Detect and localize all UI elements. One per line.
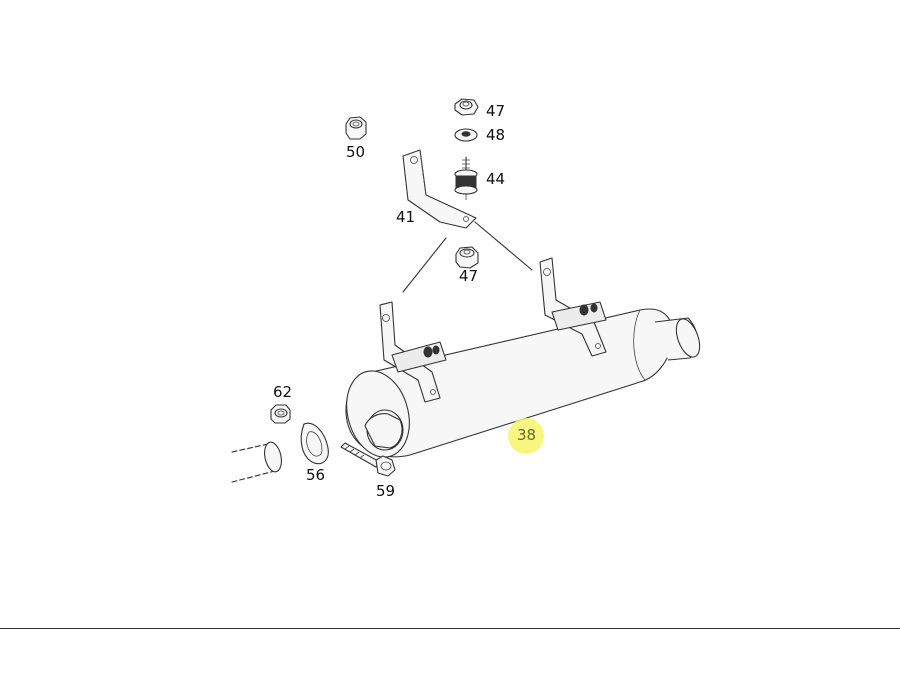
part-label-56: 56 bbox=[306, 466, 326, 484]
part-label-47-lower: 47 bbox=[459, 267, 479, 285]
part-label-48: 48 bbox=[486, 126, 506, 144]
bolt-59[interactable] bbox=[340, 442, 396, 477]
part-label-62: 62 bbox=[273, 383, 293, 401]
nut-62[interactable] bbox=[270, 404, 291, 424]
exhaust-pipe bbox=[231, 441, 282, 483]
clamp-56[interactable] bbox=[300, 422, 329, 465]
leader-line-left bbox=[402, 237, 447, 293]
nut-50[interactable] bbox=[345, 116, 367, 140]
leader-line-right bbox=[474, 221, 533, 271]
part-label-38[interactable]: 38 bbox=[517, 426, 537, 444]
bottom-divider bbox=[0, 628, 900, 629]
muffler-bracket-right bbox=[539, 257, 607, 357]
rubber-mount-44[interactable] bbox=[454, 156, 478, 200]
bracket-41[interactable] bbox=[402, 149, 477, 229]
part-label-59: 59 bbox=[376, 482, 396, 500]
part-label-47-top: 47 bbox=[486, 102, 506, 120]
washer-48[interactable] bbox=[454, 128, 478, 142]
muffler-bracket-left bbox=[379, 301, 447, 403]
part-label-44: 44 bbox=[486, 170, 506, 188]
part-label-41: 41 bbox=[396, 208, 416, 226]
highlight-marker-38[interactable] bbox=[508, 418, 544, 454]
nut-47-top[interactable] bbox=[454, 98, 479, 116]
nut-47-lower[interactable] bbox=[455, 246, 479, 269]
part-label-50: 50 bbox=[346, 143, 366, 161]
